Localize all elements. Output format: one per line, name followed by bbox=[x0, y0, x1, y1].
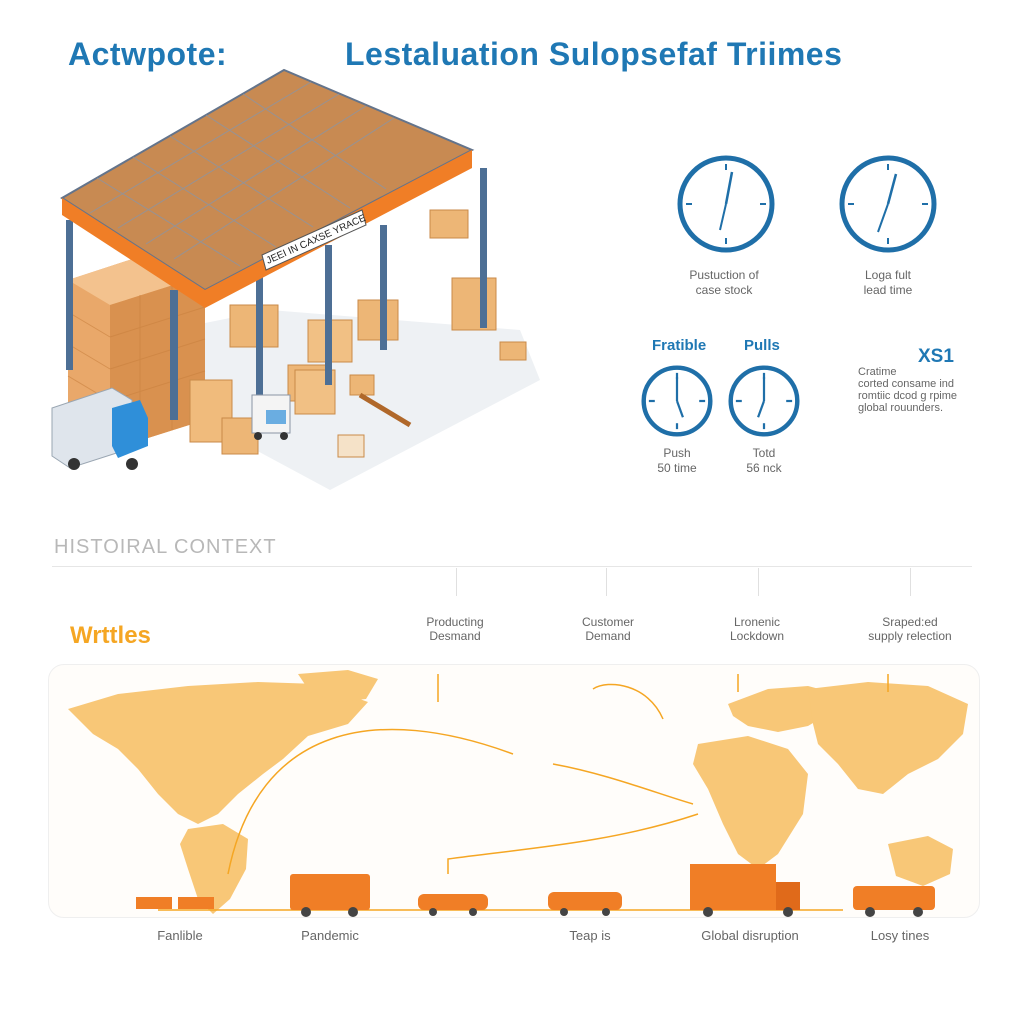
history-side-label: Wrttles bbox=[70, 622, 151, 649]
push-label: Fratible bbox=[652, 337, 707, 354]
history-tick bbox=[910, 568, 911, 596]
clock-icon-lead-time bbox=[839, 155, 937, 253]
vehicle-car-2 bbox=[548, 892, 622, 916]
clock-caption-push: Push 50 time bbox=[657, 446, 697, 475]
delivery-truck bbox=[51, 387, 148, 470]
warehouse-illustration: JEEI IN CAXSE YRACE bbox=[51, 68, 540, 490]
page-title-right: Lestaluation Sulopsefaf Triimes bbox=[345, 36, 843, 72]
history-section-title: HISTOIRAL CONTEXT bbox=[54, 536, 277, 558]
vehicle-truck bbox=[690, 864, 800, 917]
clock-icon-stock bbox=[677, 155, 775, 253]
side-note-text: Cratime corted consame ind romtiic dcod … bbox=[858, 366, 958, 414]
pallet-stacks-right bbox=[189, 209, 527, 458]
clock-caption-pull: Totd 56 nck bbox=[746, 446, 782, 475]
continent-asia bbox=[808, 682, 968, 794]
vehicle-van bbox=[290, 874, 370, 917]
timeline-label-losy-tines: Losy tines bbox=[870, 928, 930, 943]
continent-south-america bbox=[180, 824, 248, 914]
clock-caption-stock: Pustuction of case stock bbox=[689, 268, 759, 297]
timeline-label-fanlible: Fanlible bbox=[157, 928, 203, 943]
warehouse-banner bbox=[261, 209, 367, 271]
clock-caption-lead-time: Loga fult lead time bbox=[863, 268, 913, 297]
history-tick bbox=[456, 568, 457, 596]
page-title-left: Actwpote: bbox=[68, 36, 228, 72]
vehicle-car-1 bbox=[418, 894, 488, 916]
forklift bbox=[251, 394, 291, 440]
pull-label: Pulls bbox=[744, 337, 780, 354]
clock-icon-push bbox=[641, 365, 713, 437]
continent-north-america bbox=[68, 682, 368, 824]
continent-greenland bbox=[298, 670, 378, 702]
history-tick bbox=[606, 568, 607, 596]
history-tick bbox=[758, 568, 759, 596]
vehicle-suv bbox=[853, 886, 935, 917]
timeline-label-pandemic: Pandemic bbox=[301, 928, 359, 943]
continent-africa bbox=[693, 736, 808, 869]
history-divider bbox=[52, 566, 972, 567]
clock-icon-pull bbox=[728, 365, 800, 437]
continent-australia bbox=[888, 836, 953, 886]
side-note-heading: XS1 bbox=[918, 346, 954, 367]
vehicle-cart-train bbox=[136, 897, 214, 909]
world-map bbox=[68, 670, 968, 917]
timeline-label-global-disruption: Global disruption bbox=[701, 928, 799, 943]
warehouse-columns bbox=[66, 168, 487, 420]
timeline-label-teap-is: Teap is bbox=[569, 928, 611, 943]
